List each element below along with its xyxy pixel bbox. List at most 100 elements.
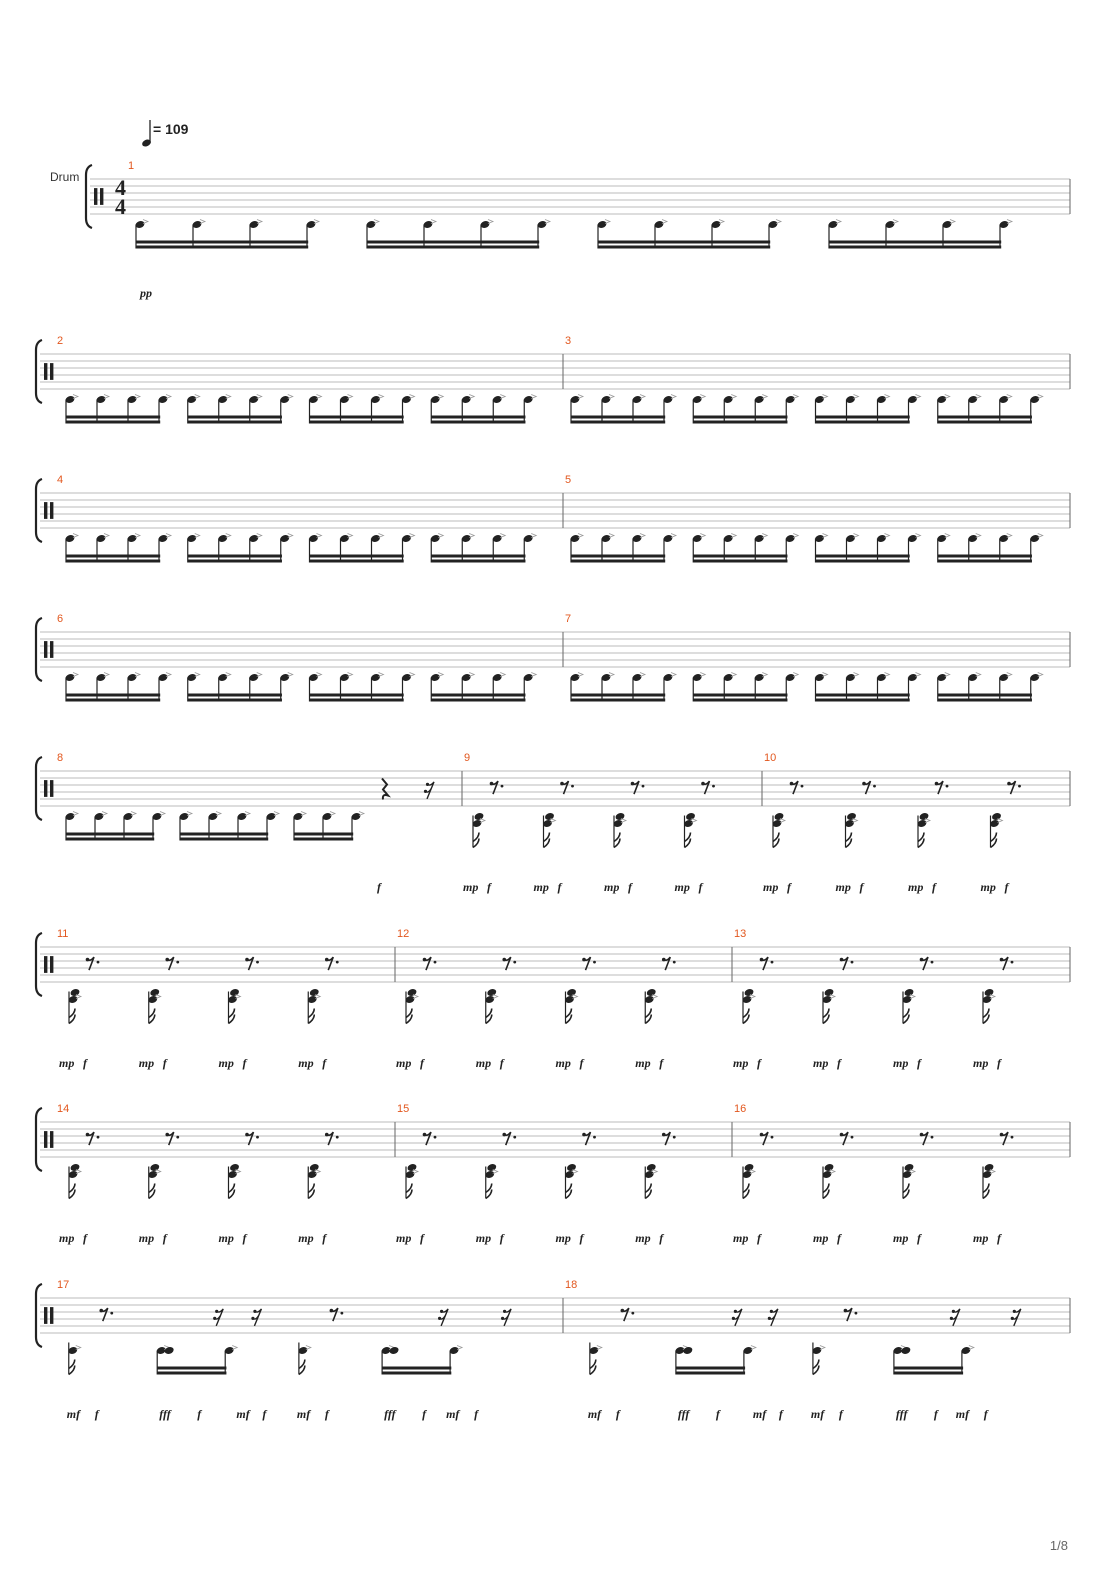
augmentation-dot <box>854 1311 858 1315</box>
rest-dot <box>1010 1316 1014 1320</box>
note-head <box>340 674 349 681</box>
note-flag <box>990 832 998 843</box>
note-flag <box>902 1189 910 1200</box>
accent-mark <box>1037 394 1044 399</box>
beam <box>66 837 155 841</box>
note-flag <box>589 1365 597 1376</box>
note-head <box>123 813 133 820</box>
note-head <box>135 221 145 228</box>
accent-mark <box>215 811 223 816</box>
note-head <box>237 813 247 820</box>
measure-number: 5 <box>565 474 571 486</box>
beam <box>66 554 161 558</box>
tempo-prefix: = <box>153 121 166 137</box>
beam <box>829 240 1002 244</box>
rest-dot <box>661 1132 666 1137</box>
measure: 2 <box>57 335 538 424</box>
rest-dot <box>440 1309 444 1313</box>
note-head <box>523 396 533 403</box>
note-head <box>632 535 642 542</box>
augmentation-dot <box>500 784 504 788</box>
accent-mark <box>438 394 445 399</box>
note-head <box>249 396 259 403</box>
accent-mark <box>829 994 837 999</box>
accent-mark <box>835 219 843 224</box>
accent-mark <box>194 672 201 677</box>
beam <box>431 415 526 419</box>
note-head <box>785 396 795 403</box>
measure-number: 11 <box>57 928 68 940</box>
dynamic-mark: mp <box>396 1056 411 1070</box>
rest-dot <box>500 1316 505 1320</box>
note-flag <box>298 1365 306 1376</box>
rest-dot <box>582 1132 586 1137</box>
beam <box>136 240 309 244</box>
accent-mark <box>572 1169 579 1174</box>
beam <box>571 559 666 563</box>
beam <box>309 420 404 424</box>
note-head <box>158 674 168 681</box>
accent-mark <box>492 994 499 999</box>
accent-mark <box>101 811 109 816</box>
percussion-clef-icon <box>50 1307 54 1324</box>
accent-mark <box>500 672 507 677</box>
measure: 6 <box>57 613 538 702</box>
note-flag <box>684 838 692 849</box>
beam <box>157 1366 227 1370</box>
rest-dot <box>329 1308 334 1313</box>
note-head <box>847 813 856 820</box>
rest-dot <box>165 957 170 962</box>
augmentation-dot <box>176 960 180 964</box>
percussion-clef-icon <box>44 502 48 519</box>
beam <box>571 554 666 558</box>
rest-dot <box>245 1132 249 1137</box>
augmentation-dot <box>930 1135 934 1139</box>
dynamic-mark: f <box>628 880 633 894</box>
note-flag <box>917 832 925 843</box>
note-head <box>127 674 137 681</box>
beam <box>937 559 1032 563</box>
note-flag <box>684 832 692 843</box>
accent-mark <box>762 672 769 677</box>
dynamic-mark: fff <box>678 1407 691 1421</box>
quarter-rest <box>381 777 392 800</box>
note-flag <box>543 832 551 843</box>
note-flag <box>742 1008 750 1019</box>
beam <box>598 240 771 244</box>
augmentation-dot <box>593 1135 596 1139</box>
dynamic-mark: mp <box>733 1056 748 1070</box>
beam <box>180 832 269 836</box>
note-flag <box>742 1189 750 1200</box>
rest-dot <box>422 957 427 962</box>
note-head <box>723 674 733 681</box>
note-head <box>230 1164 239 1171</box>
beam <box>157 1371 227 1375</box>
beam <box>431 420 526 424</box>
measure-number: 13 <box>734 928 746 940</box>
note-head <box>644 996 654 1003</box>
accent-mark <box>762 533 769 538</box>
note-head <box>164 1347 174 1354</box>
note-flag <box>307 1183 316 1194</box>
note-head <box>999 221 1009 228</box>
accent-mark <box>550 818 557 823</box>
dynamic-mark: f <box>616 1407 621 1421</box>
note-head <box>389 1347 399 1354</box>
accent-mark <box>944 672 951 677</box>
note-head <box>822 1171 832 1178</box>
beam <box>598 245 771 249</box>
accent-mark <box>822 533 829 538</box>
percussion-clef-icon <box>44 363 48 380</box>
beam <box>367 240 540 244</box>
note-head <box>68 996 78 1003</box>
note-head <box>430 535 440 542</box>
accent-mark <box>822 672 829 677</box>
time-signature-bottom: 4 <box>115 194 126 219</box>
note-head <box>492 396 502 403</box>
dynamic-mark: mp <box>534 880 549 894</box>
